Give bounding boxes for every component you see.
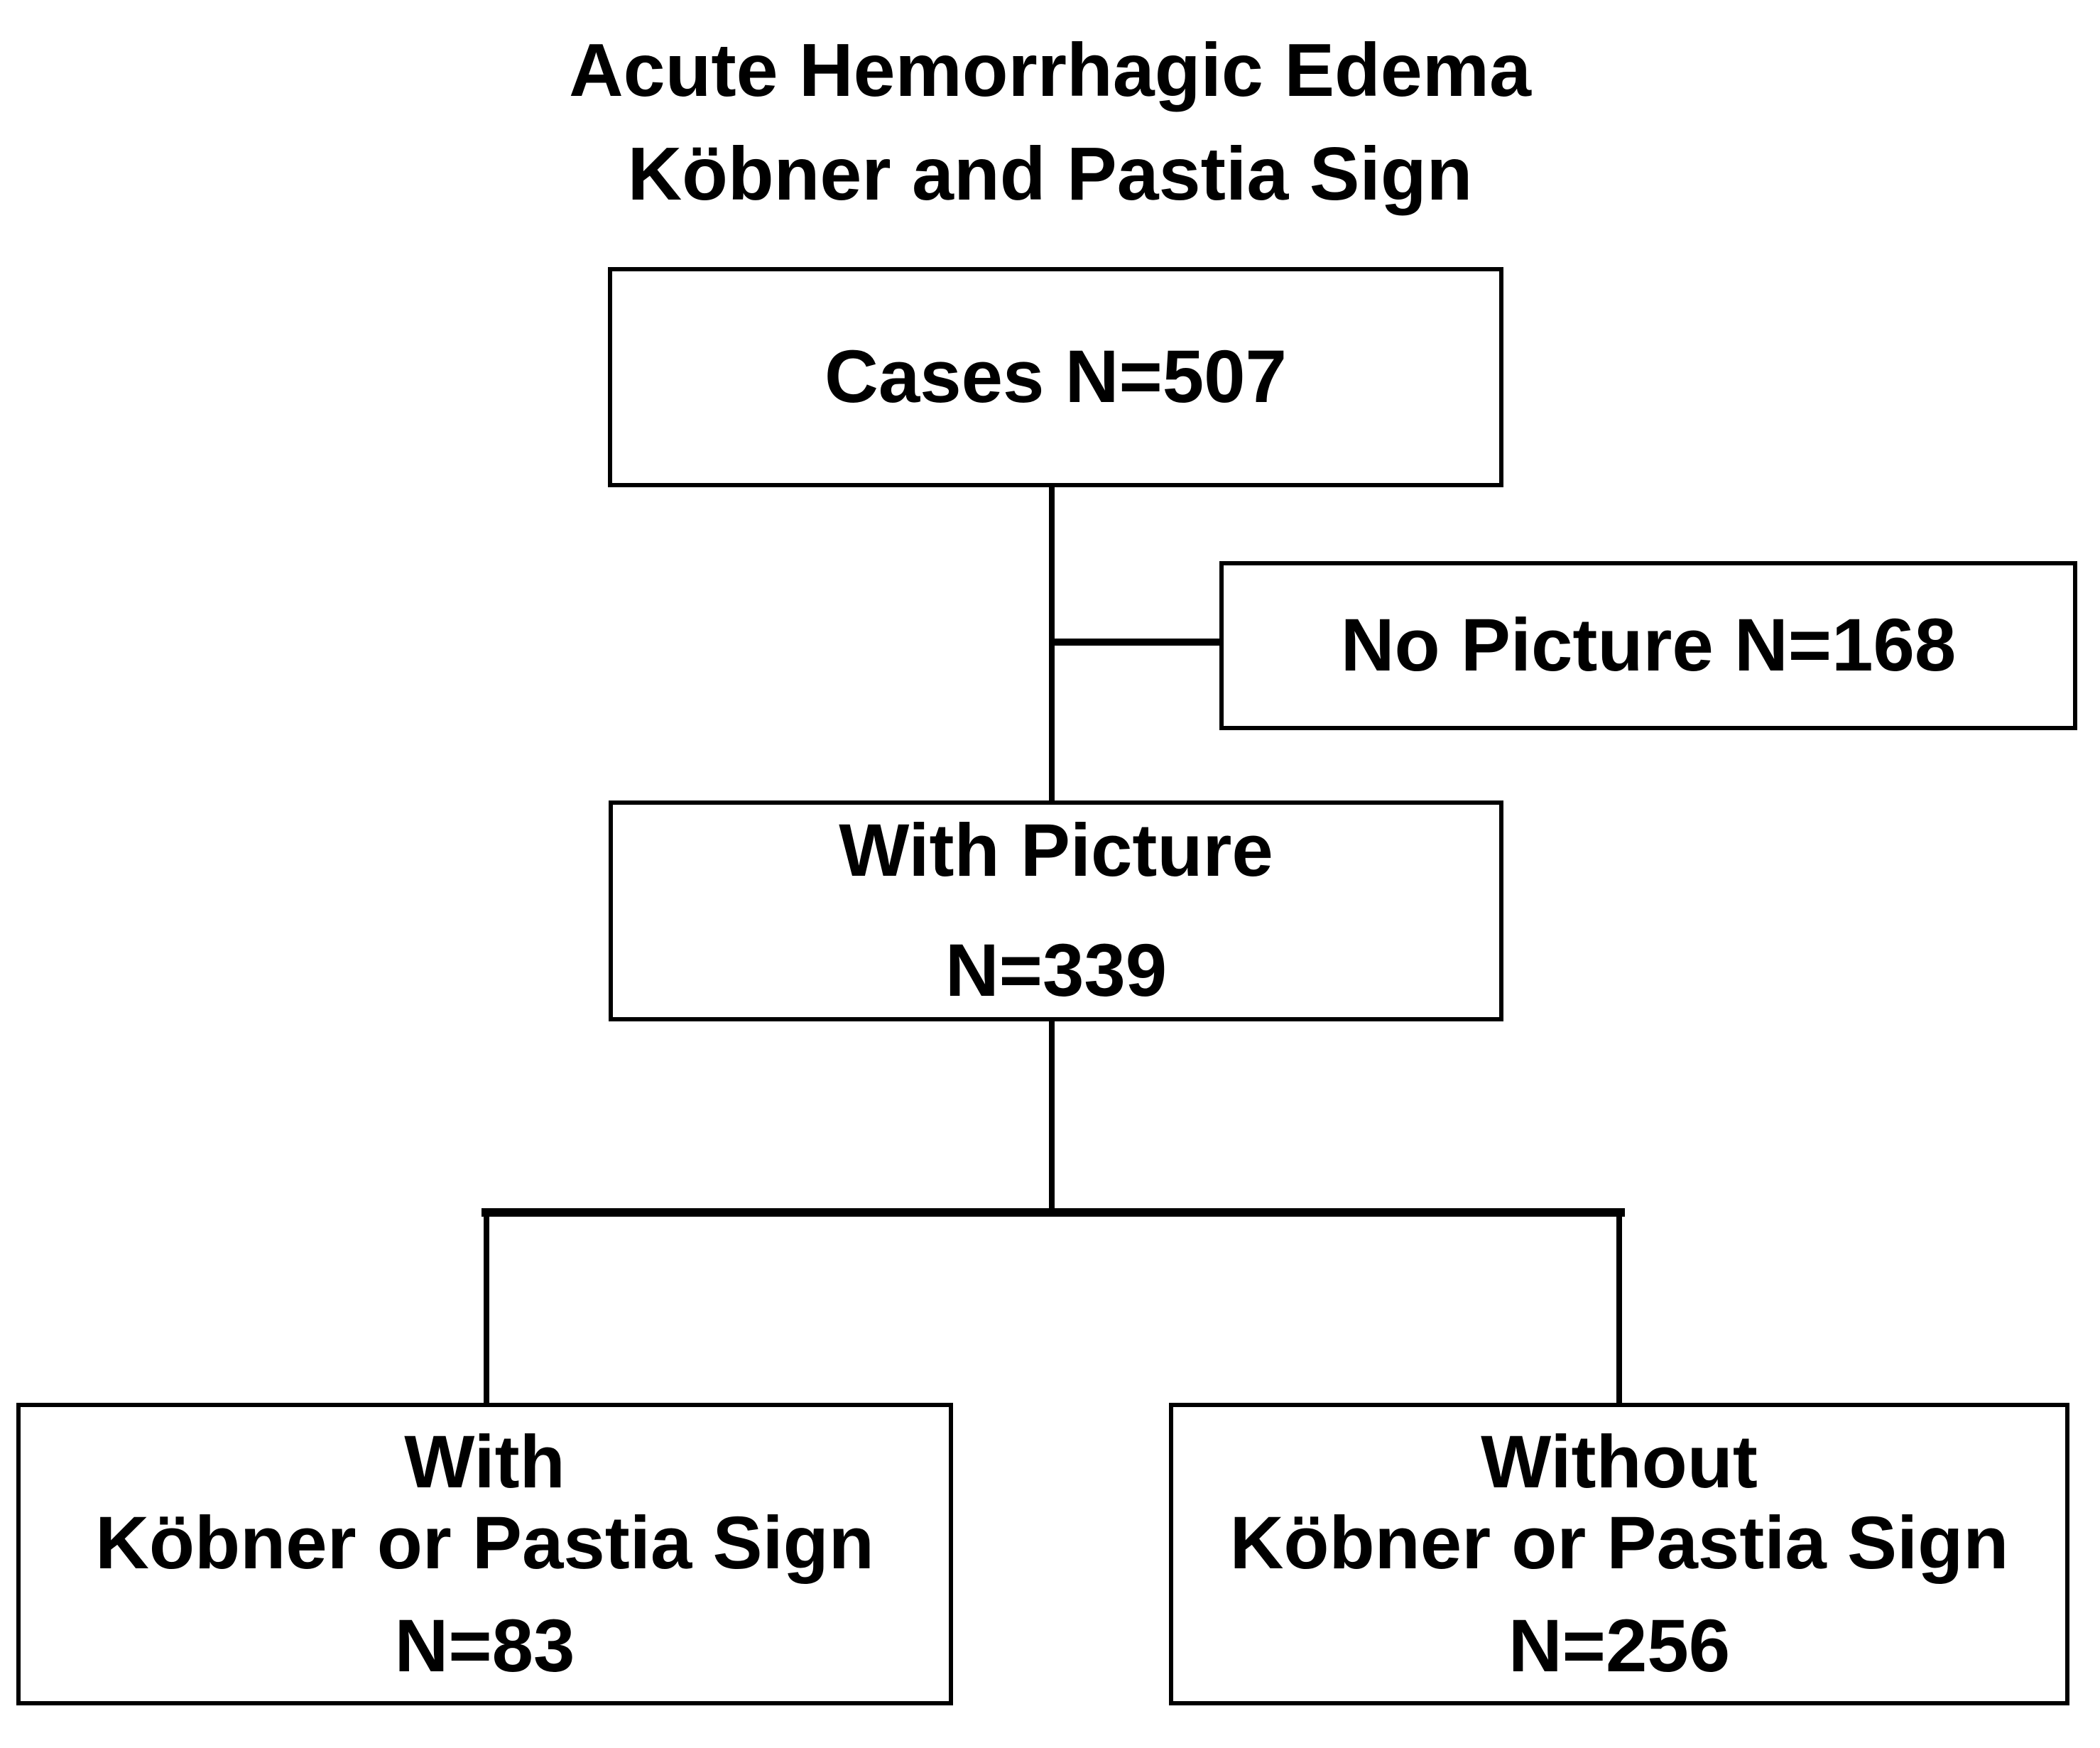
- node-cases: Cases N=507: [608, 267, 1503, 487]
- diagram-title: Acute Hemorrhagic Edema Köbner and Pasti…: [0, 18, 2100, 227]
- diagram-title-line-2: Köbner and Pastia Sign: [627, 132, 1473, 217]
- diagram-title-line-1: Acute Hemorrhagic Edema: [569, 28, 1531, 112]
- node-with-picture-label: With Picture: [839, 809, 1273, 893]
- node-without-sign-label: Without Köbner or Pastia Sign: [1230, 1422, 2009, 1583]
- node-without-sign-label-line-2: Köbner or Pastia Sign: [1229, 1501, 2009, 1585]
- node-no-picture: No Picture N=168: [1219, 561, 2077, 730]
- node-without-sign-count: N=256: [1508, 1605, 1731, 1688]
- node-cases-label: Cases N=507: [825, 335, 1287, 418]
- node-without-sign: Without Köbner or Pastia Sign N=256: [1169, 1403, 2069, 1705]
- connector-branch-to-no-picture: [1049, 639, 1220, 646]
- node-no-picture-label: No Picture N=168: [1340, 603, 1957, 687]
- node-with-sign-count: N=83: [394, 1605, 575, 1688]
- node-with-picture-count: N=339: [945, 928, 1168, 1012]
- node-with-sign-label: With Köbner or Pastia Sign: [95, 1422, 874, 1583]
- node-with-sign-label-line-1: With: [404, 1421, 565, 1504]
- connector-split-to-with-sign: [484, 1208, 489, 1405]
- connector-split-to-without-sign: [1616, 1208, 1622, 1405]
- split-bar: [482, 1208, 1625, 1217]
- node-with-sign-label-line-2: Köbner or Pastia Sign: [95, 1501, 874, 1585]
- node-without-sign-label-line-1: Without: [1481, 1421, 1758, 1504]
- node-with-picture: With Picture N=339: [609, 800, 1503, 1021]
- node-with-sign: With Köbner or Pastia Sign N=83: [16, 1403, 953, 1705]
- connector-with-picture-to-split: [1049, 1019, 1055, 1216]
